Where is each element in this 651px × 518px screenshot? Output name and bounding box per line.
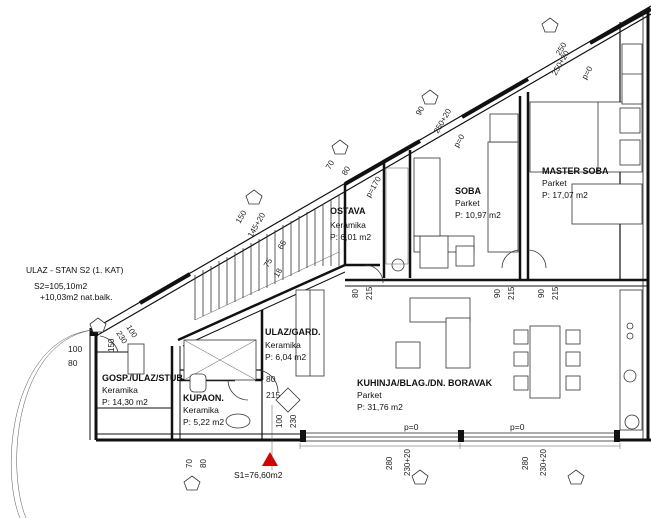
svg-text:p=0: p=0 (580, 64, 595, 81)
room-kuhinja: KUHINJA/BLAG./DN. BORAVAK Parket P: 31,7… (357, 378, 493, 412)
right-outer-wall (642, 8, 650, 440)
svg-text:280: 280 (385, 456, 394, 470)
svg-text:65: 65 (276, 238, 289, 251)
svg-text:Keramika: Keramika (330, 220, 366, 230)
furniture (99, 43, 643, 431)
svg-text:70: 70 (185, 459, 194, 468)
room-master: MASTER SOBA Parket P: 17,07 m2 (542, 166, 609, 200)
svg-text:KUPAON.: KUPAON. (183, 393, 224, 403)
entrance-area: S2=105,10m2 (34, 281, 87, 291)
svg-text:100: 100 (68, 344, 82, 354)
svg-text:Keramika: Keramika (265, 340, 301, 350)
svg-text:P: 6,04 m2: P: 6,04 m2 (265, 352, 306, 362)
svg-text:80: 80 (68, 358, 78, 368)
svg-text:ULAZ/GARD.: ULAZ/GARD. (265, 327, 321, 337)
room-ostava: OSTAVA Keramika P: 6,01 m2 (330, 206, 371, 242)
svg-text:OSTAVA: OSTAVA (330, 206, 366, 216)
svg-text:80: 80 (266, 374, 276, 384)
svg-text:90: 90 (414, 104, 427, 117)
svg-text:215: 215 (551, 286, 560, 300)
balcony-outline (10, 329, 93, 518)
room-gosp: GOSP./ULAZ/STUB. Keramika P: 14,30 m2 (102, 373, 185, 407)
section-marker-icon (262, 452, 278, 466)
svg-text:Parket: Parket (542, 178, 567, 188)
entrance-balcony: +10,03m2 nat.balk. (40, 292, 113, 302)
svg-text:230+20: 230+20 (403, 449, 412, 476)
svg-text:215: 215 (266, 390, 280, 400)
svg-text:70: 70 (324, 158, 337, 171)
svg-text:p=0: p=0 (404, 422, 419, 432)
svg-text:80: 80 (199, 459, 208, 468)
svg-text:p=0: p=0 (510, 422, 525, 432)
svg-text:215: 215 (507, 286, 516, 300)
svg-text:P: 5,22 m2: P: 5,22 m2 (183, 417, 224, 427)
svg-text:230: 230 (289, 414, 298, 428)
svg-text:230+20: 230+20 (539, 449, 548, 476)
dimension-lines (271, 405, 621, 470)
total-area: S1=76,60m2 (234, 470, 283, 480)
svg-text:Keramika: Keramika (102, 385, 138, 395)
svg-text:P: 14,30 m2: P: 14,30 m2 (102, 397, 148, 407)
entrance-label: ULAZ - STAN S2 (1. KAT) S2=105,10m2 +10,… (26, 265, 124, 302)
svg-text:80: 80 (351, 289, 360, 298)
svg-text:100: 100 (275, 414, 284, 428)
svg-text:80: 80 (340, 164, 353, 177)
staircase (194, 195, 340, 321)
entrance-title: ULAZ - STAN S2 (1. KAT) (26, 265, 124, 275)
svg-text:P: 6,01 m2: P: 6,01 m2 (330, 232, 371, 242)
svg-text:75: 75 (262, 256, 275, 269)
svg-text:P: 10,97 m2: P: 10,97 m2 (455, 210, 501, 220)
svg-text:Parket: Parket (455, 198, 480, 208)
diagonal-outer-wall (91, 5, 651, 337)
elevation-markers (89, 17, 585, 491)
svg-text:Keramika: Keramika (183, 405, 219, 415)
svg-text:Parket: Parket (357, 390, 382, 400)
svg-text:SOBA: SOBA (455, 186, 482, 196)
room-kupaon: KUPAON. Keramika P: 5,22 m2 (183, 393, 224, 427)
svg-text:MASTER SOBA: MASTER SOBA (542, 166, 609, 176)
svg-text:18: 18 (272, 266, 285, 279)
svg-text:215: 215 (365, 286, 374, 300)
svg-text:p=0: p=0 (452, 132, 467, 149)
svg-text:90: 90 (537, 289, 546, 298)
svg-text:P: 17,07 m2: P: 17,07 m2 (542, 190, 588, 200)
svg-text:280: 280 (521, 456, 530, 470)
left-outer-wall (89, 328, 98, 440)
svg-text:150: 150 (107, 338, 116, 352)
svg-text:90: 90 (493, 289, 502, 298)
svg-text:KUHINJA/BLAG./DN. BORAVAK: KUHINJA/BLAG./DN. BORAVAK (357, 378, 493, 388)
bottom-outer-wall (96, 430, 651, 442)
svg-text:P: 31,76 m2: P: 31,76 m2 (357, 402, 403, 412)
svg-text:150: 150 (234, 208, 249, 225)
svg-text:GOSP./ULAZ/STUB.: GOSP./ULAZ/STUB. (102, 373, 185, 383)
room-ulaz: ULAZ/GARD. Keramika P: 6,04 m2 (265, 327, 321, 362)
room-soba: SOBA Parket P: 10,97 m2 (455, 186, 501, 220)
